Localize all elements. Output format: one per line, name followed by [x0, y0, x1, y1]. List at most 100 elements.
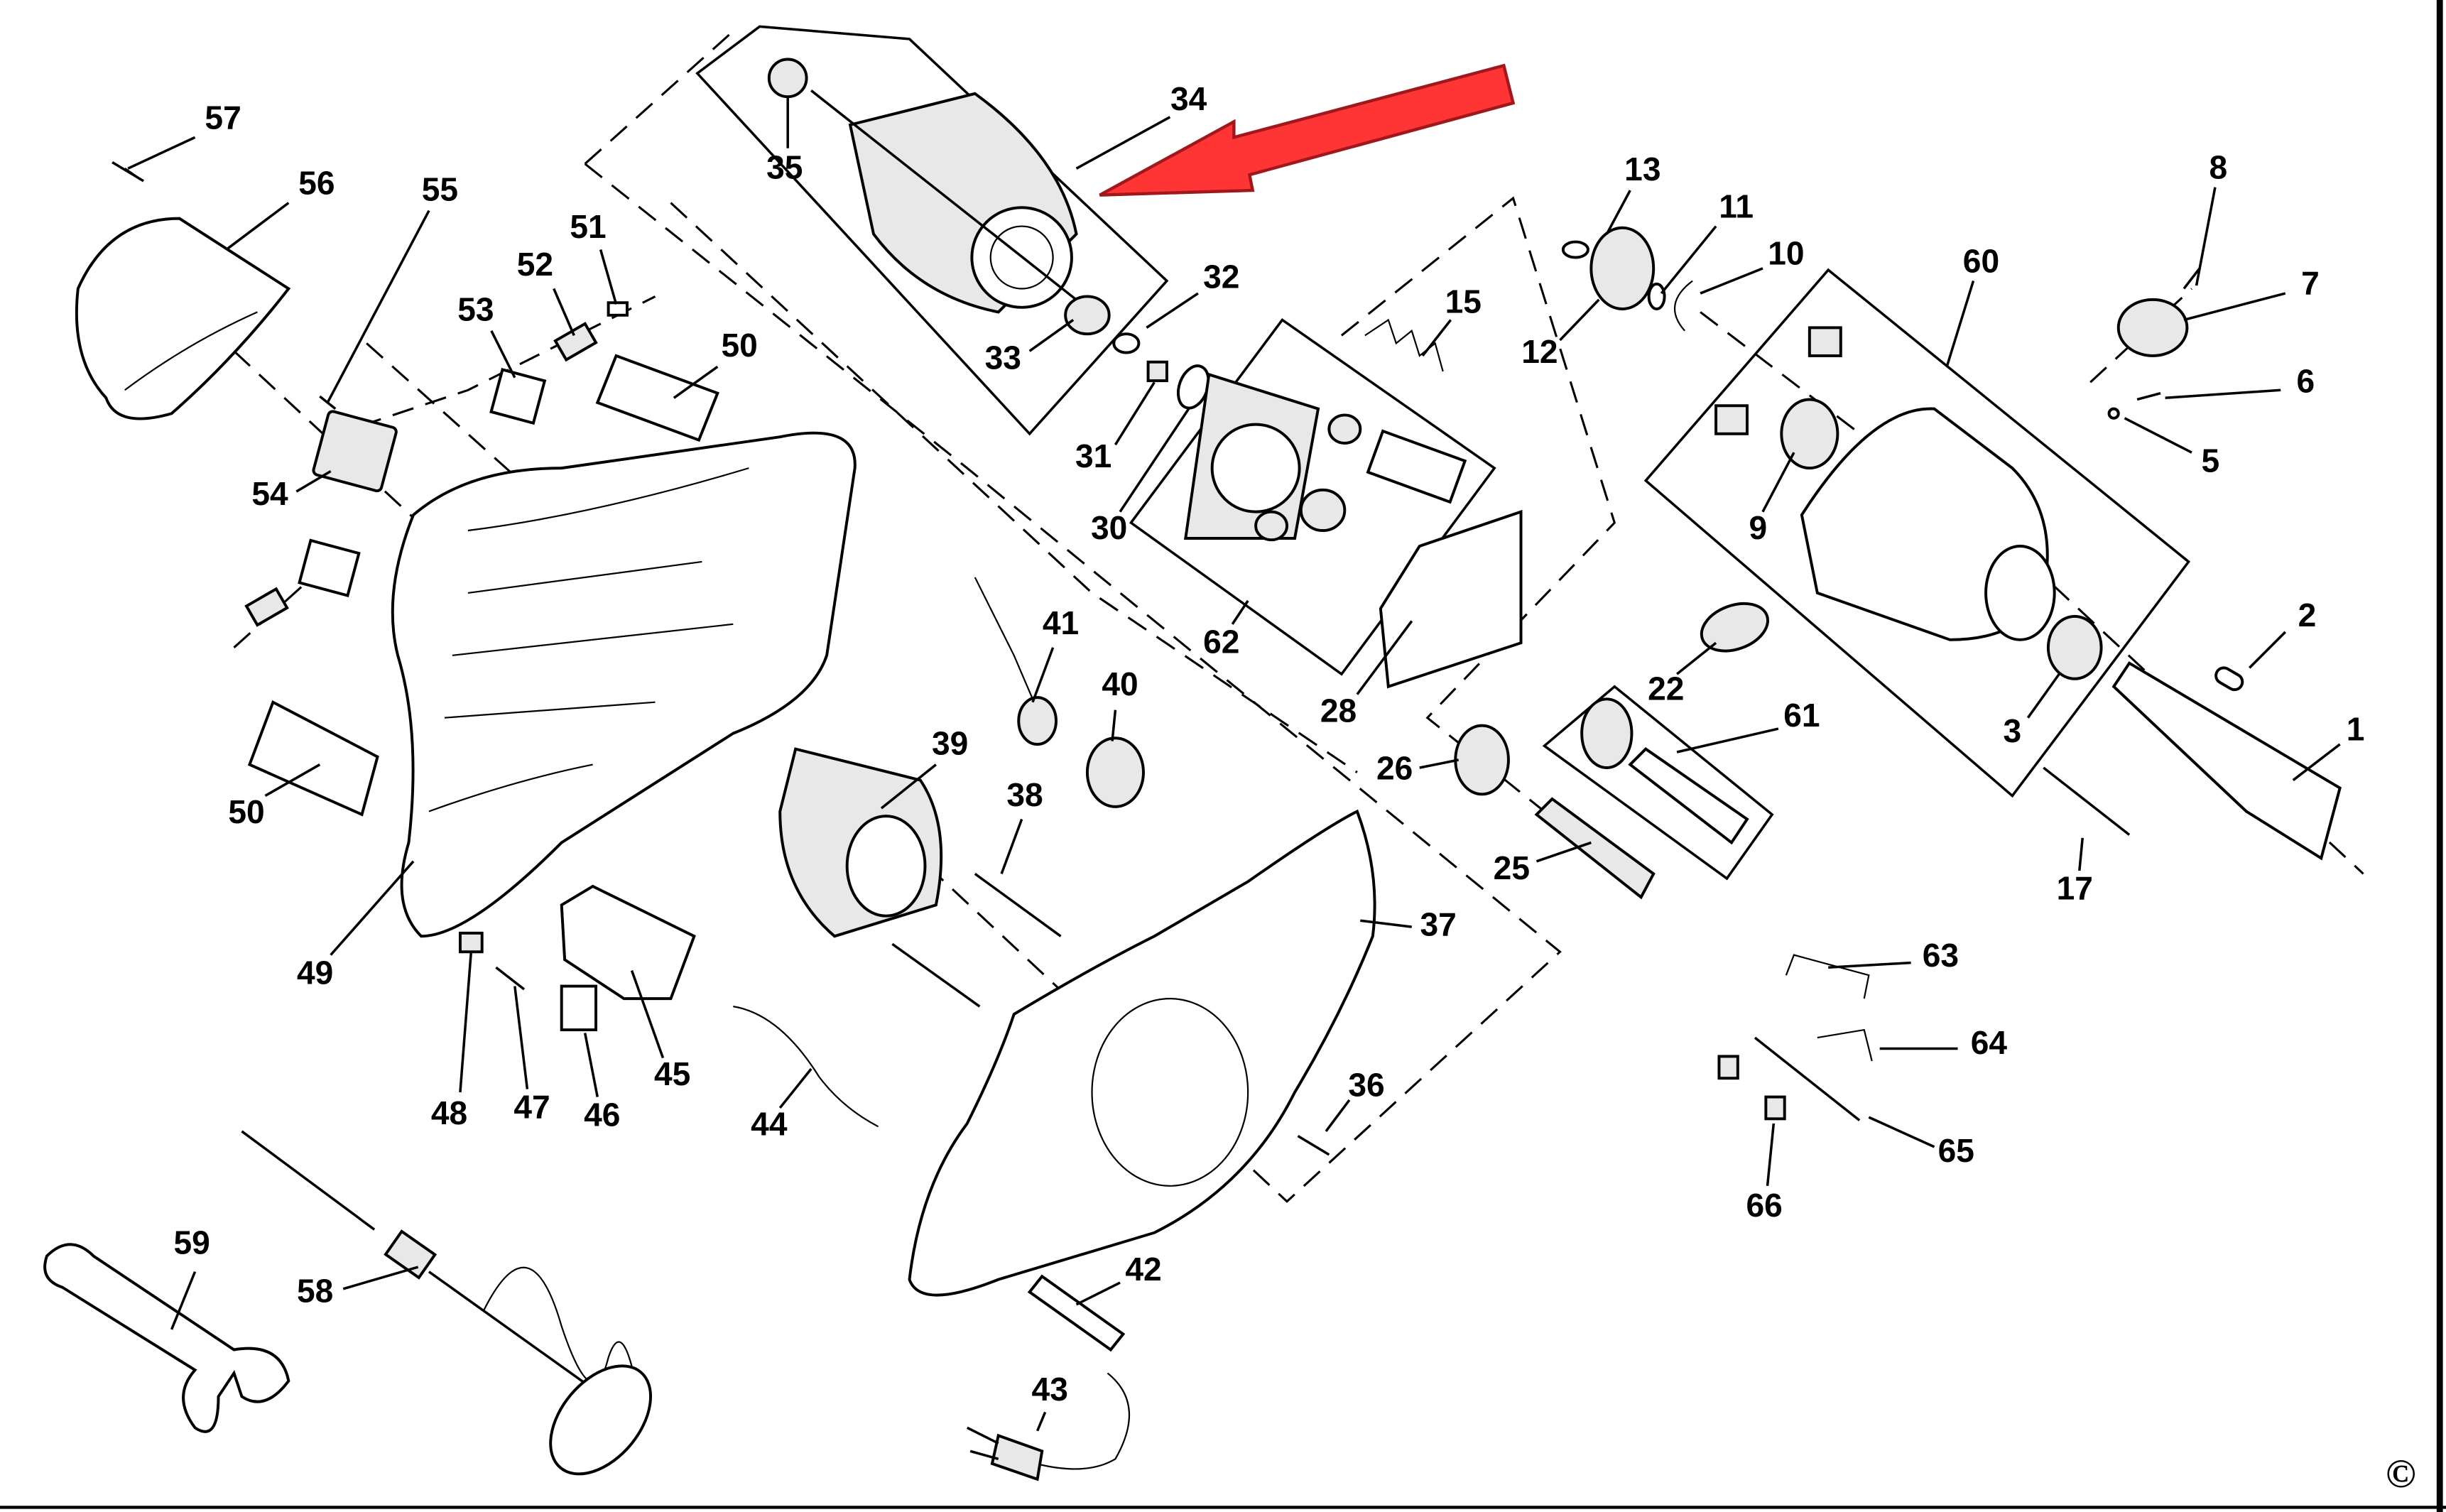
armature-group-box — [695, 25, 1169, 436]
leader-line-15 — [1421, 319, 1452, 357]
spindle-group-box — [1542, 685, 1774, 881]
part-cable-41 — [974, 577, 1038, 711]
leader-line-39 — [880, 763, 937, 810]
callout-label-47: 47 — [513, 1088, 550, 1125]
part-shaft-25 — [1534, 797, 1656, 900]
callout-label-66: 66 — [1746, 1187, 1783, 1224]
leader-line-26 — [1419, 758, 1460, 769]
callout-label-17: 17 — [2057, 870, 2093, 907]
leader-line-12 — [1559, 298, 1600, 342]
part-rod-65 — [1754, 1036, 1861, 1121]
leader-line-9 — [1761, 452, 1795, 513]
callout-label-41: 41 — [1043, 604, 1079, 641]
leader-line-36 — [1325, 1099, 1351, 1132]
leader-line-7 — [2183, 292, 2286, 322]
callout-label-54: 54 — [251, 475, 288, 512]
leader-line-2 — [2249, 631, 2287, 669]
part-switch-54 — [312, 410, 398, 493]
leader-line-66 — [1766, 1123, 1776, 1186]
part-screw-57 — [112, 161, 144, 183]
callout-label-38: 38 — [1006, 776, 1043, 813]
leader-line-37 — [1360, 919, 1412, 928]
callout-label-12: 12 — [1521, 333, 1558, 370]
callout-label-7: 7 — [2301, 264, 2320, 301]
part-spring-15 — [1364, 318, 1444, 372]
part-gear-13 — [1589, 226, 1656, 311]
leader-line-5 — [2124, 417, 2192, 454]
leader-line-62 — [1231, 599, 1249, 625]
leader-line-31 — [1114, 381, 1156, 446]
leader-line-46 — [583, 1033, 599, 1097]
callout-label-56: 56 — [298, 165, 335, 202]
part-label-50b — [247, 700, 379, 817]
highlight-arrow — [1099, 63, 1516, 197]
part-cable-44 — [733, 1006, 879, 1128]
part-bearing-9 — [1780, 398, 1839, 470]
callout-label-46: 46 — [584, 1096, 620, 1133]
part-bolt-17 — [2043, 766, 2131, 836]
callout-label-61: 61 — [1783, 697, 1820, 734]
leader-line-50 — [264, 763, 321, 798]
leader-line-30 — [1119, 408, 1190, 513]
part-rear-cover-56 — [75, 217, 291, 420]
callout-label-39: 39 — [932, 724, 968, 761]
callout-label-15: 15 — [1445, 283, 1482, 320]
callout-label-6: 6 — [2296, 363, 2315, 400]
leader-line-61 — [1676, 727, 1779, 754]
leader-line-60 — [1945, 280, 1975, 367]
part-gear-26 — [1454, 724, 1510, 796]
callout-label-26: 26 — [1376, 750, 1413, 787]
leader-line-56 — [225, 202, 290, 251]
leader-line-3 — [2026, 673, 2060, 719]
part-knob-40 — [1085, 736, 1145, 808]
part-collar-7 — [2116, 298, 2189, 357]
callout-label-50: 50 — [228, 793, 264, 830]
leader-line-54 — [295, 470, 332, 493]
part-right-housing-37 — [908, 809, 1376, 1297]
callout-label-42: 42 — [1125, 1251, 1161, 1288]
callout-label-35: 35 — [766, 149, 803, 186]
part-wrench-59 — [43, 1243, 290, 1433]
callout-label-50: 50 — [721, 327, 757, 364]
leader-line-58 — [342, 1266, 419, 1290]
callout-label-2: 2 — [2298, 597, 2317, 633]
callout-label-22: 22 — [1648, 670, 1684, 707]
part-capacitor-45 — [560, 884, 696, 1001]
callout-label-59: 59 — [174, 1224, 210, 1261]
callout-label-11: 11 — [1719, 188, 1754, 225]
callout-label-9: 9 — [1749, 509, 1768, 546]
callout-label-31: 31 — [1075, 437, 1111, 474]
callout-label-43: 43 — [1032, 1371, 1068, 1408]
leader-line-38 — [1000, 818, 1023, 874]
leader-line-1 — [2292, 743, 2341, 781]
callout-label-3: 3 — [2004, 712, 2022, 749]
leader-line-25 — [1535, 841, 1592, 863]
leader-line-22 — [1676, 641, 1717, 675]
callout-label-32: 32 — [1203, 258, 1239, 295]
part-spindle-1 — [2111, 661, 2342, 861]
copyright-mark: © — [2386, 1452, 2416, 1496]
callout-label-40: 40 — [1102, 665, 1138, 702]
part-brush-holder-53 — [489, 367, 547, 425]
leader-line-17 — [2078, 837, 2084, 871]
callout-label-5: 5 — [2202, 442, 2220, 479]
gear-housing-group-box — [1643, 268, 2191, 798]
callout-label-53: 53 — [457, 291, 494, 328]
callout-label-37: 37 — [1420, 905, 1456, 942]
leader-line-57 — [127, 136, 196, 170]
callout-label-58: 58 — [297, 1273, 333, 1310]
callout-label-25: 25 — [1494, 849, 1530, 886]
part-paddle-shaft-58 — [241, 1130, 376, 1231]
callout-label-28: 28 — [1320, 692, 1357, 729]
leader-line-52 — [553, 288, 575, 337]
leader-line-11 — [1660, 225, 1717, 295]
callout-label-30: 30 — [1091, 509, 1127, 546]
callout-label-13: 13 — [1624, 151, 1660, 187]
parts — [43, 58, 2342, 1481]
leader-line-40 — [1111, 709, 1117, 741]
leader-line-41 — [1031, 647, 1055, 703]
part-seal-3 — [2046, 614, 2103, 680]
callout-label-64: 64 — [1971, 1024, 2008, 1061]
leader-line-48 — [459, 952, 473, 1093]
